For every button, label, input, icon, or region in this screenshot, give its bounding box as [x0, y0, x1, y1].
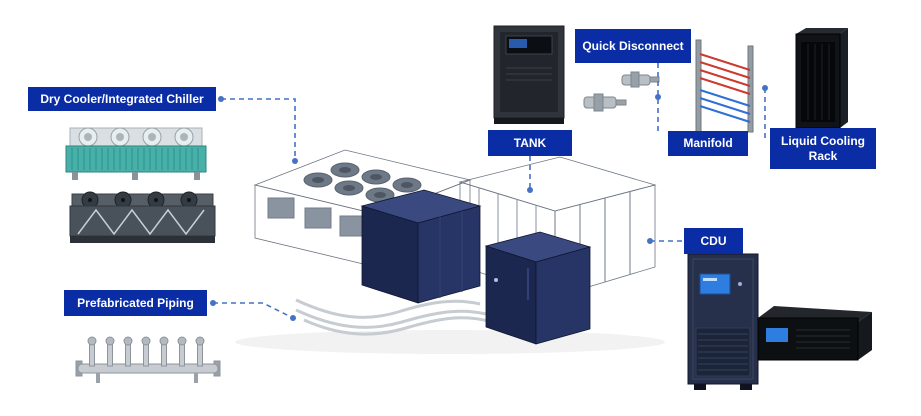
v-coil-pattern [77, 208, 205, 236]
louver-panel [304, 207, 332, 229]
unit-screen [766, 328, 788, 342]
cdu-module-container [484, 231, 592, 345]
label-dry-cooler-integrated-chiller: Dry Cooler/Integrated Chiller [28, 87, 216, 111]
dry-cooler-fans [78, 127, 194, 147]
label-manifold: Manifold [668, 131, 748, 156]
label-tank: TANK [488, 130, 572, 156]
louver-panel [267, 197, 295, 219]
integrated-chiller-container [253, 149, 472, 269]
label-quick-disconnect: Quick Disconnect [575, 29, 691, 63]
manifold-hot-hoses [699, 53, 751, 95]
container-scene [253, 149, 657, 345]
integrated-chiller-image [69, 191, 216, 243]
rackmount-unit-image [757, 306, 872, 361]
rooftop-fans [303, 162, 422, 203]
scene-shadow [235, 330, 665, 354]
connector-lines [210, 63, 768, 321]
cdu-screen [699, 273, 731, 295]
dry-cooler-image [65, 127, 207, 180]
quick-disconnect-image [583, 71, 660, 112]
coupling-2 [621, 71, 660, 88]
prefabricated-piping-image [75, 336, 221, 383]
floor-piping [295, 298, 493, 336]
label-cdu: CDU [684, 228, 743, 254]
label-liquid-cooling-rack: Liquid Cooling Rack [770, 128, 876, 169]
label-prefabricated-piping: Prefabricated Piping [64, 290, 207, 316]
manifold-image [695, 39, 754, 133]
liquid-cooling-rack-image [795, 28, 848, 129]
manifold-cold-hoses [699, 89, 751, 123]
piping-branches [87, 336, 205, 367]
it-module-container [360, 189, 482, 304]
cdu-cabinet-image [687, 253, 759, 390]
tank-cabinet-image [493, 25, 565, 124]
coupling-1 [583, 93, 627, 112]
